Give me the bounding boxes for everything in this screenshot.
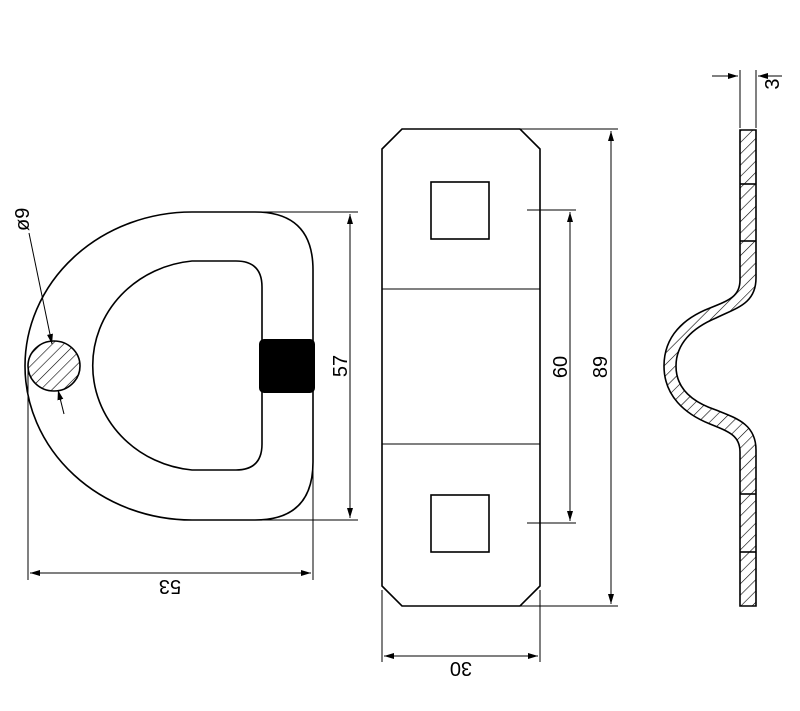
dim-hole-spacing: 60 <box>527 209 576 524</box>
dim-label-ring-width: 53 <box>159 575 181 597</box>
d-ring-inner-outline <box>91 260 263 471</box>
dim-wire-diameter: ø9 <box>12 208 65 415</box>
dim-label-hole-spacing: 60 <box>550 356 572 378</box>
plate-section <box>663 129 757 607</box>
plate-view <box>381 128 541 607</box>
dim-ring-height: 57 <box>258 211 358 521</box>
plate-outline <box>381 128 541 607</box>
d-ring-outer-outline <box>24 211 314 521</box>
dim-plate-width: 30 <box>381 590 541 679</box>
dim-label-ring-height: 57 <box>330 355 352 377</box>
side-section-view <box>663 129 757 607</box>
ring-weld-block <box>259 339 315 393</box>
plate-hole-bottom <box>430 494 490 553</box>
dim-label-plate-width: 30 <box>450 657 472 679</box>
wire-cross-section <box>27 340 81 392</box>
dim-label-plate-thickness: 3 <box>762 78 784 89</box>
dim-plate-length: 89 <box>520 128 618 607</box>
d-ring-view <box>24 211 315 521</box>
plate-hole-top <box>430 181 490 240</box>
dim-label-plate-length: 89 <box>590 356 612 378</box>
dim-label-wire-diameter: ø9 <box>12 208 34 231</box>
dim-ring-width: 53 <box>27 366 314 597</box>
dim-plate-thickness: 3 <box>712 70 784 128</box>
